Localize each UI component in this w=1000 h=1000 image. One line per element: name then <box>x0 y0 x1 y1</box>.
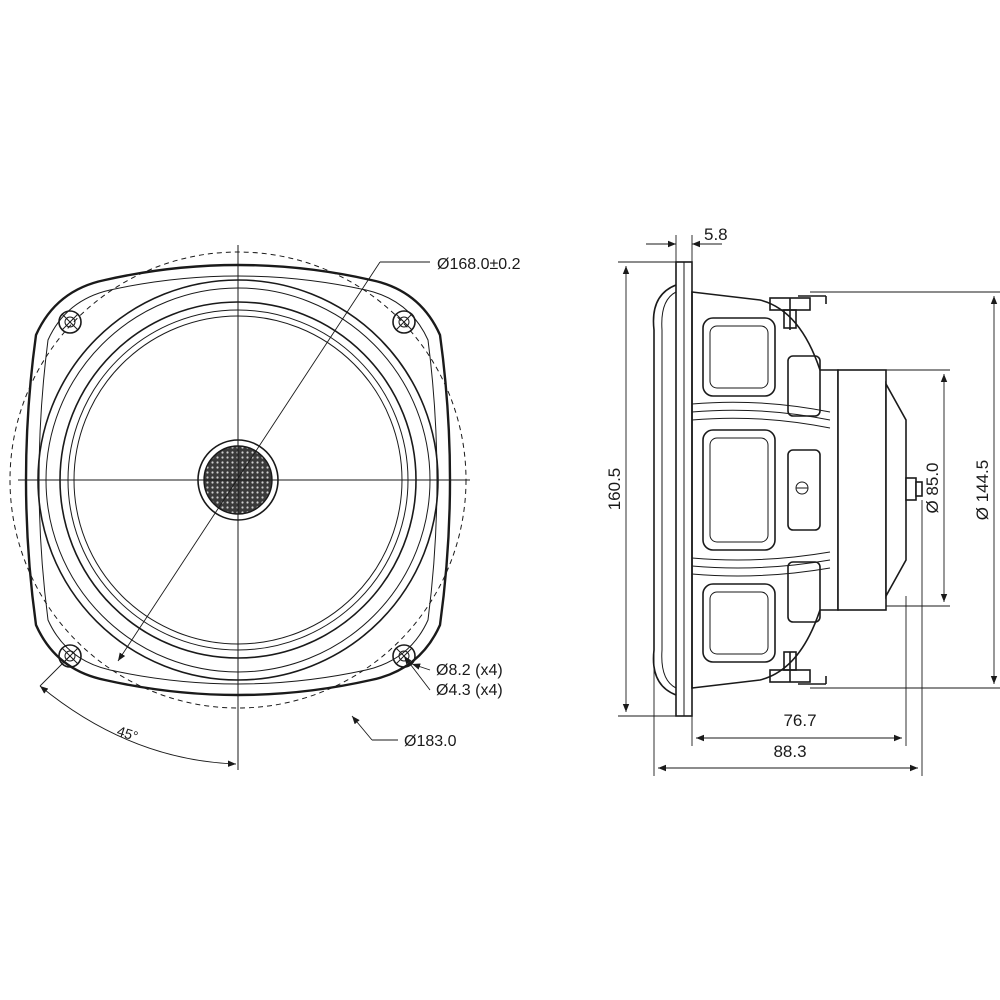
side-surround-inner <box>661 291 677 689</box>
label-magnet-diameter: Ø 85.0 <box>923 462 942 513</box>
label-hole-small: Ø4.3 (x4) <box>436 682 503 699</box>
side-surround <box>652 284 677 696</box>
label-flange-thickness: 5.8 <box>704 225 728 244</box>
front-flange-outline <box>24 263 452 697</box>
label-hole-large: Ø8.2 (x4) <box>436 662 503 679</box>
terminal-bottom <box>769 651 827 685</box>
label-angle: 45° <box>115 723 140 745</box>
leader-hole-large <box>411 663 431 671</box>
side-pole-vent <box>905 477 917 501</box>
angle-arc <box>39 685 237 767</box>
label-bolt-circle: Ø183.0 <box>404 733 457 750</box>
label-total-depth: 88.3 <box>773 742 806 761</box>
leader-bolt-circle <box>351 715 373 741</box>
front-view: Ø168.0±0.2 Ø8.2 (x4) Ø4.3 (x4) Ø183.0 45… <box>9 245 521 770</box>
label-frame-diameter: Ø 144.5 <box>973 460 992 521</box>
side-basket-outline <box>691 291 839 689</box>
mounting-hole-tl <box>58 310 82 334</box>
side-view: 5.8 160.5 Ø 85.0 Ø 144.5 76.7 88.3 <box>605 225 1000 776</box>
angle-extension-line <box>39 655 71 687</box>
dim-line-outer-diameter <box>117 261 381 662</box>
side-pole-vent-tip <box>915 481 923 497</box>
label-total-height: 160.5 <box>605 468 624 511</box>
leader-hole-small <box>403 655 431 691</box>
side-magnet <box>837 369 887 611</box>
basket-windows <box>702 317 821 663</box>
side-magnet-cap <box>885 380 907 600</box>
label-depth-frame: 76.7 <box>783 711 816 730</box>
basket-ribs <box>691 401 831 577</box>
terminal-top <box>769 295 827 330</box>
mounting-hole-tr <box>392 310 416 334</box>
label-outer-diameter: Ø168.0±0.2 <box>437 256 521 273</box>
